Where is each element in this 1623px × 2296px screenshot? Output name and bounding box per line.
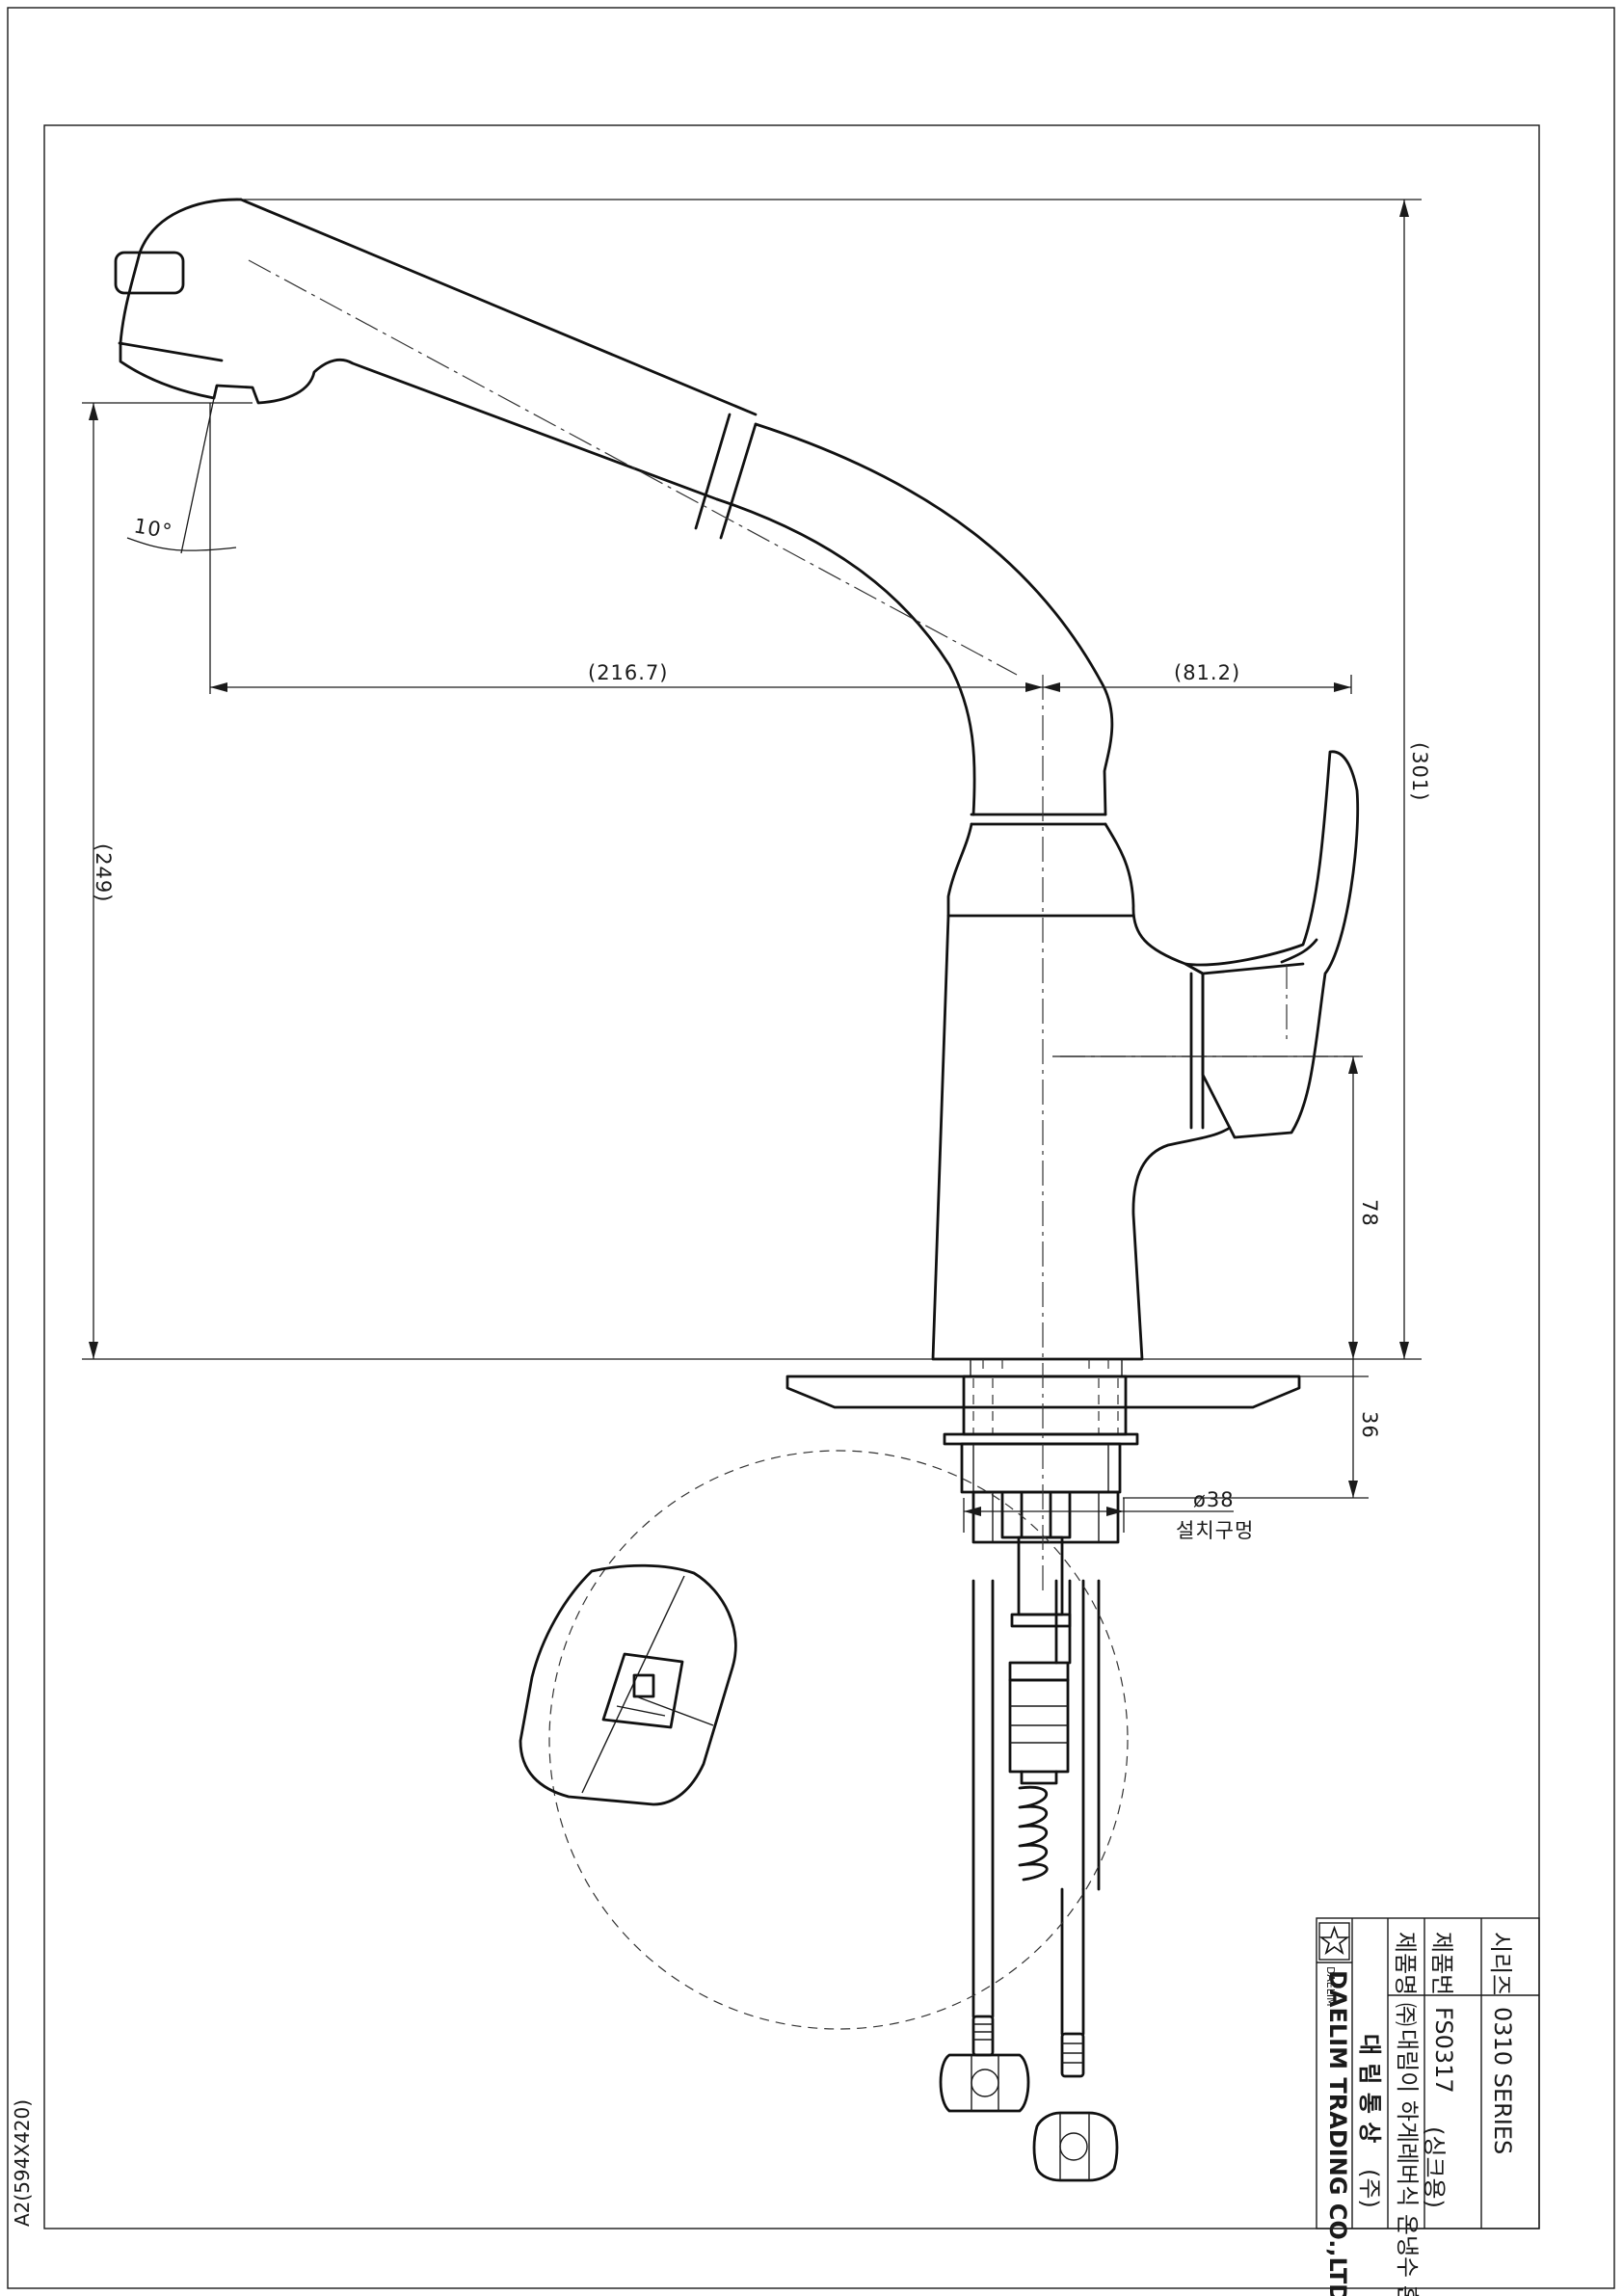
dim-horizontal-spout: (216.7): [588, 661, 669, 684]
model-label: 제품번: [1428, 1932, 1455, 1995]
center-lines: [248, 259, 1359, 1590]
dim-base-height: 36: [1358, 1411, 1381, 1439]
spray-button: [114, 251, 185, 295]
faucet-outline: [114, 198, 1360, 1361]
mounting-base: [785, 1359, 1301, 2182]
inner-frame: [43, 124, 1540, 2229]
dim-overall-height: (301): [1408, 742, 1431, 801]
model-value: FS0317: [1430, 2007, 1457, 2094]
dim-horizontal-lever: (81.2): [1174, 661, 1240, 684]
series-label: 시리즈: [1487, 1932, 1514, 1995]
star-logo-icon: [1318, 1922, 1350, 1961]
dim-lever-height: 78: [1358, 1199, 1381, 1227]
dim-spout-height: (249): [92, 843, 115, 902]
name-label: 제품명: [1392, 1932, 1419, 1995]
name-value: 대림이 하게레버식 온냉수 혼합꼭지: [1394, 2029, 1421, 2296]
detail-view: [519, 1450, 1129, 2030]
title-block: DAELIM DAELIM TRADING CO.,LTD 대 림 통 상 (주…: [1316, 1917, 1540, 2296]
name-prefix: ㈜: [1392, 2003, 1419, 2026]
company-mark: (주): [1356, 2169, 1383, 2208]
paper-size-label: A2(594X420): [11, 2099, 34, 2227]
name-suffix: (싱크용): [1421, 2126, 1448, 2208]
dim-hole-label: 설치구멍: [1176, 1519, 1254, 1542]
company-english: DAELIM TRADING CO.,LTD: [1324, 1970, 1351, 2296]
dim-spray-angle: 10°: [132, 514, 174, 544]
outer-border: [7, 7, 1615, 2289]
company-korean: 대 림 통 상: [1356, 2034, 1383, 2143]
dim-hole-diameter: ø38: [1193, 1488, 1235, 1511]
series-value: 0310 SERIES: [1489, 2007, 1516, 2154]
logo-text: DAELIM: [1324, 1966, 1337, 2007]
dimensions: (216.7) (81.2) (301) (249) 78 36 10° ø38…: [82, 199, 1431, 1542]
